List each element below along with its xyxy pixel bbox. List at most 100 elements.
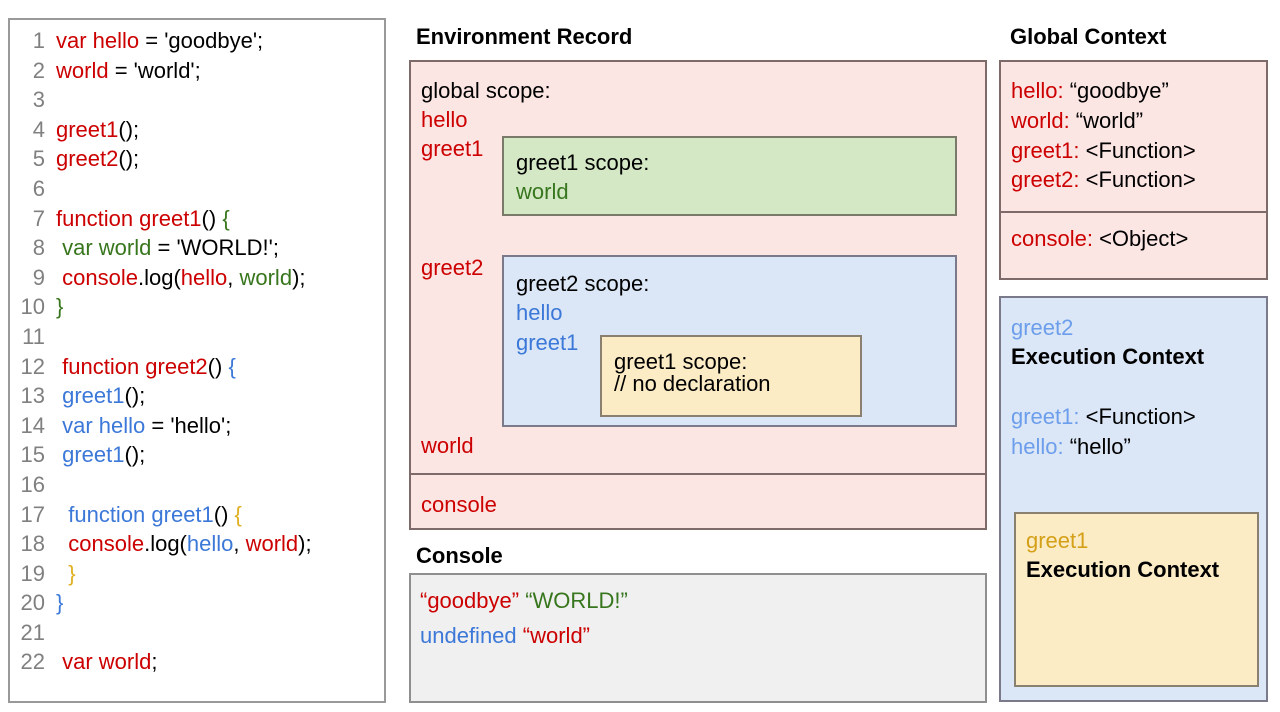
line-number: 21 <box>20 619 45 645</box>
code-line: 10} <box>10 292 384 322</box>
code-text: greet1(); <box>56 115 139 145</box>
code-token: } <box>56 590 64 616</box>
entry-key: world: <box>1011 108 1076 133</box>
line-number: 4 <box>32 116 45 142</box>
entry-value: <Function> <box>1085 167 1196 192</box>
line-number: 22 <box>20 649 45 675</box>
entry-key: greet2: <box>1011 167 1086 192</box>
console-token: “goodbye” <box>420 588 520 613</box>
entry-key: hello: <box>1011 78 1070 103</box>
console-token: undefined <box>420 623 517 648</box>
greet1-inner-scope-box <box>600 335 862 417</box>
console-output-line: undefined “world” <box>420 623 590 649</box>
code-token: world <box>245 531 299 557</box>
greet2-scope-title: greet2 scope: <box>516 271 650 296</box>
code-line: 9 console.log(hello, world); <box>10 263 384 293</box>
code-text: var world; <box>56 647 157 677</box>
line-number: 17 <box>20 501 45 527</box>
code-token: greet2 <box>56 146 119 172</box>
code-line: 1 var hello = 'goodbye'; <box>10 26 384 56</box>
code-token: (); <box>124 442 146 468</box>
code-line: 6 <box>10 174 384 204</box>
global-context-entry-hello: hello: “goodbye” <box>1011 78 1169 104</box>
code-text: greet1(); <box>56 381 145 411</box>
code-token: world <box>239 264 293 290</box>
line-number: 1 <box>32 28 45 53</box>
code-token: () <box>213 501 235 527</box>
code-token: = 'world'; <box>108 57 201 83</box>
code-text: var hello = 'goodbye'; <box>56 26 263 56</box>
greet2-ec-entry-hello: hello: “hello” <box>1011 434 1131 460</box>
line-number: 9 <box>32 264 45 290</box>
code-token <box>56 561 68 586</box>
er-binding-greet2: greet2 <box>421 255 484 280</box>
line-number: 19 <box>20 560 45 586</box>
code-text: function greet2() { <box>56 352 236 382</box>
line-number: 7 <box>32 205 45 231</box>
code-token: = 'goodbye'; <box>139 28 264 53</box>
code-token: hello <box>180 264 228 290</box>
code-token: greet1 <box>62 442 125 468</box>
console-token: “world” <box>522 623 591 648</box>
greet2-scope-binding-greet1: greet1 <box>516 330 579 355</box>
entry-value: “goodbye” <box>1069 78 1169 103</box>
code-line: 16 <box>10 470 384 500</box>
code-token: var world <box>62 649 152 675</box>
code-token: (); <box>118 116 140 142</box>
code-token: world <box>56 57 109 83</box>
code-token: function greet1 <box>68 501 214 527</box>
code-token: ); <box>298 531 312 557</box>
line-number: 15 <box>20 442 45 468</box>
entry-key: greet1: <box>1011 404 1086 429</box>
code-line: 15 greet1(); <box>10 440 384 470</box>
code-text: function greet1() { <box>56 204 230 234</box>
code-text: greet2(); <box>56 144 139 174</box>
er-binding-world: world <box>421 433 474 458</box>
code-token: (); <box>118 146 140 172</box>
line-number: 12 <box>20 353 45 379</box>
code-token: = 'WORLD!'; <box>151 235 279 261</box>
code-token: } <box>68 560 76 586</box>
entry-key: hello: <box>1011 434 1070 459</box>
code-token: function greet1 <box>56 205 202 231</box>
global-context-entry-greet2: greet2: <Function> <box>1011 167 1196 193</box>
console-output-box <box>409 573 987 703</box>
code-line: 21 <box>10 618 384 648</box>
code-line: 19 } <box>10 559 384 589</box>
greet2-ec-entry-greet1: greet1: <Function> <box>1011 404 1196 430</box>
code-line: 14 var hello = 'hello'; <box>10 411 384 441</box>
code-token: var hello <box>62 412 146 438</box>
code-token: function greet2 <box>62 353 208 379</box>
code-token: } <box>56 294 64 320</box>
greet1-scope-box <box>502 136 957 216</box>
line-number: 13 <box>20 383 45 409</box>
code-token: () <box>201 205 223 231</box>
code-line: 13 greet1(); <box>10 381 384 411</box>
code-token: .log( <box>137 264 181 290</box>
line-number: 14 <box>20 412 45 438</box>
line-number: 8 <box>32 235 45 261</box>
code-token: greet1 <box>62 383 125 409</box>
code-token: (); <box>124 383 146 409</box>
greet1-execution-context-name: greet1 <box>1026 528 1089 553</box>
greet2-scope-binding-hello: hello <box>516 300 563 325</box>
code-token: var world <box>62 235 152 261</box>
code-token: { <box>228 353 236 379</box>
line-number: 20 <box>20 590 45 616</box>
console-output-line: “goodbye” “WORLD!” <box>420 588 628 614</box>
greet2-execution-context-name: greet2 <box>1011 315 1074 340</box>
code-token: { <box>234 501 242 527</box>
global-context-box <box>999 60 1268 280</box>
code-token: = 'hello'; <box>145 412 232 438</box>
code-token: .log( <box>144 531 187 557</box>
environment-record-heading: Environment Record <box>416 24 633 49</box>
environment-record-divider <box>409 473 987 475</box>
line-number: 11 <box>22 323 45 349</box>
entry-value: <Function> <box>1085 138 1196 163</box>
code-token: , <box>227 264 240 290</box>
line-number: 6 <box>32 175 45 201</box>
code-line: 12 function greet2() { <box>10 352 384 382</box>
code-text: function greet1() { <box>56 500 242 530</box>
